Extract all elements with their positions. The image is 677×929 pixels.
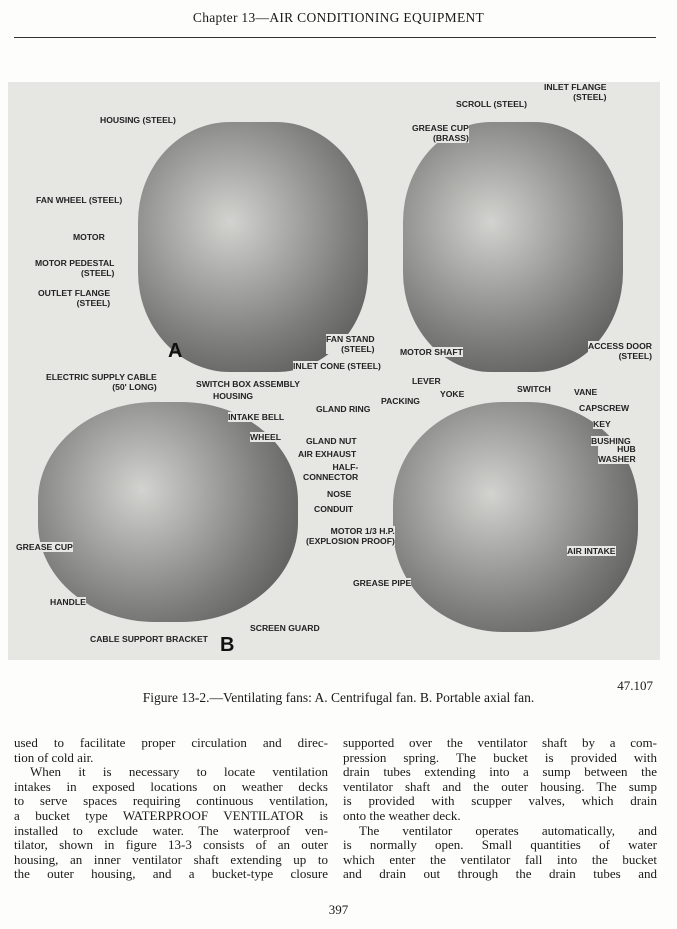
callout-label: SWITCH BOX ASSEMBLY [196, 379, 300, 389]
callout-label: INLET CONE (STEEL) [293, 361, 381, 371]
callout-label: MOTOR [73, 232, 105, 242]
callout-label: INLET FLANGE (STEEL) [544, 82, 607, 102]
panel-label-a: A [168, 340, 183, 362]
callout-label: SCROLL (STEEL) [456, 99, 527, 109]
text-line: is normally open. Small quantities of wa… [343, 837, 657, 853]
running-header: Chapter 13—AIR CONDITIONING EQUIPMENT [192, 10, 485, 25]
callout-label: ELECTRIC SUPPLY CABLE (50' LONG) [46, 372, 157, 392]
text-line: installed to exclude water. The waterpro… [14, 822, 328, 838]
callout-label: WHEEL [250, 432, 282, 442]
centrifugal-fan-cutaway-drawing [403, 122, 623, 372]
callout-label: HUB WASHER [598, 444, 636, 464]
callout-label: HALF- CONNECTOR [303, 462, 359, 482]
text-line: to serve spaces requiring continuous ven… [14, 793, 328, 809]
text-line: is provided with scupper valves, which d… [343, 793, 657, 809]
text-line: The ventilator operates automatically, a… [359, 822, 657, 838]
callout-label: HOUSING (STEEL) [100, 115, 176, 125]
callout-label: OUTLET FLANGE (STEEL) [38, 288, 111, 308]
text-line: used to facilitate proper circulation an… [14, 735, 328, 750]
callout-label: GREASE CUP (BRASS) [412, 123, 469, 143]
callout-label: SWITCH [517, 384, 551, 394]
callout-label: GREASE CUP [16, 542, 73, 552]
callout-label: HOUSING [213, 391, 254, 401]
right-text-column: supported over the ventilator shaft by a… [343, 735, 657, 882]
text-line: housing, an inner ventilator shaft exten… [14, 851, 328, 867]
page-number: 397 [328, 902, 349, 917]
callout-label: LEVER [412, 376, 441, 386]
callout-label: GREASE PIPE [353, 578, 412, 588]
callout-label: CONDUIT [314, 504, 354, 514]
text-line: onto the weather deck. [343, 807, 461, 823]
callout-label: CABLE SUPPORT BRACKET [90, 634, 208, 644]
panel-label-b: B [220, 634, 235, 656]
callout-label: CAPSCREW [579, 403, 630, 413]
callout-label: ACCESS DOOR (STEEL) [588, 341, 652, 361]
figure-number: 47.107 [617, 678, 653, 693]
text-line: a bucket type WATERPROOF VENTILATOR is [14, 807, 328, 823]
callout-label: SCREEN GUARD [250, 623, 320, 633]
header-rule [14, 37, 656, 38]
text-line: tilator, shown in figure 13-3 consists o… [14, 837, 328, 853]
callout-label: YOKE [440, 389, 465, 399]
text-line: intakes in exposed locations on weather … [14, 778, 328, 794]
callout-label: BUSHING [591, 436, 631, 446]
text-line: which enter the ventilator fall into the… [343, 851, 657, 867]
callout-label: MOTOR 1/3 H.P. (EXPLOSION PROOF) [306, 526, 395, 546]
callout-label: KEY [593, 419, 611, 429]
text-line: drain tubes extending into a sump betwee… [343, 764, 657, 780]
callout-label: INTAKE BELL [228, 412, 285, 422]
text-line: ventilator shaft and the outer housing. … [343, 778, 657, 794]
text-line: When it is necessary to locate ventilati… [30, 764, 328, 780]
text-line: pression spring. The bucket is provided … [343, 749, 657, 765]
callout-label: NOSE [327, 489, 352, 499]
centrifugal-fan-drawing [138, 122, 368, 372]
callout-label: GLAND NUT [306, 436, 357, 446]
callout-label: FAN WHEEL (STEEL) [36, 195, 123, 205]
callout-label: HANDLE [50, 597, 86, 607]
text-line: and drain out through the drain tubes an… [343, 866, 657, 882]
callout-label: MOTOR SHAFT [400, 347, 463, 357]
callout-label: FAN STAND (STEEL) [326, 334, 375, 354]
callout-label: VANE [574, 387, 598, 397]
callout-label: PACKING [381, 396, 420, 406]
callout-label: AIR EXHAUST [298, 449, 357, 459]
figure-caption: Figure 13-2.—Ventilating fans: A. Centri… [142, 690, 535, 705]
figure-illustration: A B HOUSING (STEEL) FAN WHEEL (STEEL) MOTO… [8, 82, 660, 660]
callout-label: MOTOR PEDESTAL (STEEL) [35, 258, 115, 278]
callout-label: AIR INTAKE [567, 546, 616, 556]
text-line: tion of cold air. [14, 749, 94, 765]
left-text-column: used to facilitate proper circulation an… [14, 735, 328, 882]
text-line: the outer housing, and a bucket-type clo… [14, 866, 328, 882]
callout-label: GLAND RING [316, 404, 371, 414]
text-line: supported over the ventilator shaft by a… [343, 735, 657, 750]
